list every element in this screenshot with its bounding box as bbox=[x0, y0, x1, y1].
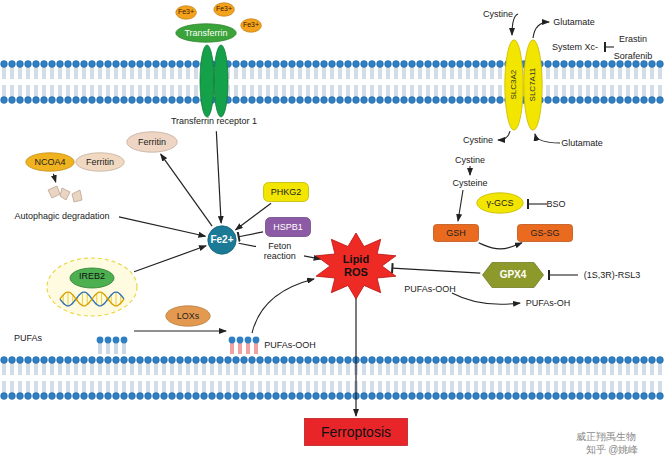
metabolite-box: GS-SG bbox=[517, 224, 573, 242]
annotation-label: (1S,3R)-RSL3 bbox=[584, 270, 641, 280]
enzyme-oval: LOXs bbox=[165, 305, 211, 327]
transporter-subunit: SLC3A2 bbox=[504, 39, 524, 131]
iron-ion: Fe3+ bbox=[213, 2, 235, 17]
node-text: IREB2 bbox=[79, 271, 105, 281]
node-text: Ferritin bbox=[138, 137, 166, 147]
iron-ion: Fe3+ bbox=[240, 18, 262, 33]
node-text: GPX4 bbox=[500, 269, 527, 281]
node-text: Fe3+ bbox=[243, 21, 259, 29]
activation-arrow bbox=[53, 174, 55, 182]
node-text: Lipid ROS bbox=[336, 253, 376, 278]
lipid-membrane bbox=[0, 356, 664, 400]
node-text: Ferroptosis bbox=[321, 424, 391, 440]
node-text: GS-SG bbox=[530, 228, 559, 238]
annotation-label: Cystine bbox=[463, 135, 493, 145]
node-text: SLC7A11 bbox=[528, 68, 537, 102]
metabolite-box: GSH bbox=[433, 224, 479, 242]
node-text: LOXs bbox=[177, 311, 200, 321]
annotation-label: PUFAs-OOH bbox=[404, 284, 456, 294]
transporter-subunit: SLC7A11 bbox=[523, 39, 543, 131]
annotation-label: Cystine bbox=[455, 155, 485, 165]
node-text: NCOA4 bbox=[34, 157, 65, 167]
pathway-arrows bbox=[134, 14, 614, 333]
annotation-label: Cystine bbox=[483, 9, 513, 19]
activation-arrow bbox=[119, 217, 205, 236]
annotation-label: Cysteine bbox=[452, 178, 487, 188]
node-text: Fe2+ bbox=[210, 234, 233, 246]
oxidized-pufa-lipids bbox=[229, 337, 260, 354]
autophagy-icon: Autophagic degradation bbox=[7, 184, 117, 224]
activation-arrow bbox=[355, 295, 356, 416]
transferrin-oval: Transferrin bbox=[175, 23, 237, 43]
protein-box: HSPB1 bbox=[265, 217, 311, 237]
node-text: Fe3+ bbox=[178, 8, 194, 16]
protein-oval: Ferritin bbox=[75, 152, 125, 172]
annotation-label: PUFAs-OOH bbox=[264, 340, 316, 350]
node-text: GSH bbox=[446, 228, 466, 238]
iron-ion: Fe3+ bbox=[175, 5, 197, 20]
node-text: HSPB1 bbox=[273, 222, 303, 232]
annotation-label: Glutamate bbox=[561, 138, 603, 148]
node-text: Autophagic degradation bbox=[14, 211, 109, 221]
annotation-label: System Xc- bbox=[552, 42, 598, 52]
protein-box: PHKG2 bbox=[263, 182, 309, 202]
annotation-label: Erastin bbox=[619, 34, 647, 44]
node-text: Ferritin bbox=[86, 157, 114, 167]
annotation-label: PUFAs bbox=[14, 333, 42, 343]
plasma-membrane bbox=[0, 60, 664, 104]
transferrin-receptor: Transferrin receptor 1 bbox=[164, 43, 264, 129]
annotation-label: Glutamate bbox=[553, 17, 595, 27]
watermark: 知乎 @姚峰 bbox=[586, 444, 639, 456]
lipid-ros-star: Lipid ROS bbox=[313, 232, 399, 300]
inhibition-line bbox=[392, 268, 480, 273]
node-text: SLC3A2 bbox=[509, 70, 518, 100]
node-text: Transferrin bbox=[184, 28, 227, 38]
outcome-box: Ferroptosis bbox=[304, 418, 408, 446]
protein-oval: Ferritin bbox=[126, 131, 178, 153]
annotation-label: PUFAs-OH bbox=[526, 298, 571, 308]
node-text: Fe3+ bbox=[216, 5, 232, 13]
inhibition-line bbox=[239, 232, 263, 237]
activation-arrow bbox=[479, 243, 522, 249]
activation-arrow bbox=[134, 246, 206, 272]
node-text: Transferrin receptor 1 bbox=[171, 116, 257, 126]
watermark: 威正翔禹生物 bbox=[576, 431, 636, 443]
annotation-label: BSO bbox=[546, 199, 565, 209]
protein-oval: NCOA4 bbox=[25, 152, 75, 172]
activation-arrow bbox=[161, 154, 212, 226]
gene-region-shape bbox=[46, 257, 138, 317]
node-text: γ-GCS bbox=[487, 198, 514, 208]
activation-arrow bbox=[216, 131, 221, 223]
annotation-label: Sorafenib bbox=[614, 51, 653, 61]
enzyme-oval: γ-GCS bbox=[476, 192, 524, 214]
edge-label: Feton reaction bbox=[256, 241, 304, 262]
iron-ion: Fe2+ bbox=[207, 225, 237, 255]
enzyme-hexagon: GPX4 bbox=[482, 262, 544, 288]
pufa-lipids bbox=[97, 337, 128, 354]
gene-region: IREB2 bbox=[46, 257, 138, 317]
node-text: PHKG2 bbox=[271, 187, 302, 197]
